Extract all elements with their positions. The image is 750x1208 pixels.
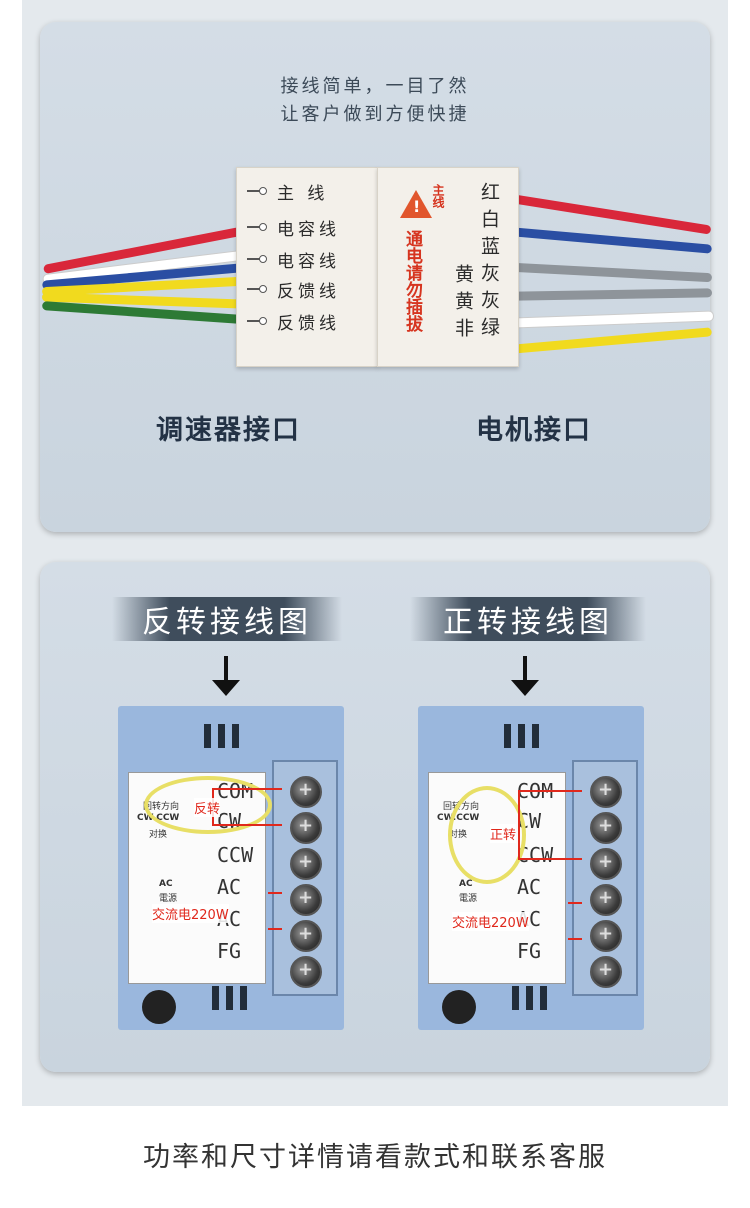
connector-row: 主 线	[247, 178, 328, 204]
vent	[512, 986, 519, 1010]
screw-terminal	[290, 920, 322, 952]
tagline-line1: 接线简单，一目了然	[280, 76, 470, 97]
warning-text: 通电请勿插拔	[402, 230, 422, 332]
down-arrow-icon	[511, 656, 539, 696]
forward-controller-device: 回转方向 CW.CCW 对换 AC 電源 COM CW CCW AC AC FG…	[418, 706, 644, 1030]
vent	[240, 986, 247, 1010]
vent	[212, 986, 219, 1010]
screw-terminal	[290, 776, 322, 808]
motor-color-column-2: 黄黄非	[452, 264, 474, 345]
forward-note: 正转	[490, 824, 517, 843]
motor-connector: ! 主线 通电请勿插拔 红白蓝灰灰绿 黄黄非	[377, 167, 519, 367]
power-note: 交流电220W	[152, 904, 229, 923]
screw-terminal	[290, 812, 322, 844]
vent	[204, 724, 211, 748]
screw-terminal	[590, 956, 622, 988]
screw-terminal	[290, 848, 322, 880]
screw-terminal	[290, 956, 322, 988]
terminal-block	[572, 760, 638, 996]
warning-mark: 主线	[431, 184, 445, 208]
screw-terminal	[290, 884, 322, 916]
connector-row: 反馈线	[247, 276, 340, 302]
mounting-knob	[442, 990, 476, 1024]
screw-terminal	[590, 884, 622, 916]
vent	[518, 724, 525, 748]
vent	[532, 724, 539, 748]
screw-terminal	[590, 848, 622, 880]
controller-connector: 主 线 电容线 电容线 反馈线 反馈线	[236, 167, 378, 367]
terminal-block	[272, 760, 338, 996]
connector-row: 电容线	[247, 214, 340, 240]
jumper-wire	[144, 776, 272, 834]
warning-icon: !	[400, 190, 432, 218]
controller-interface-label: 调速器接口	[156, 415, 301, 446]
forward-title: 正转接线图	[410, 597, 646, 641]
motor-color-column-1: 红白蓝灰灰绿	[478, 182, 500, 344]
down-arrow-icon	[212, 656, 240, 696]
reverse-note: 反转	[194, 798, 221, 817]
vent	[232, 724, 239, 748]
screw-terminal	[590, 812, 622, 844]
footer-note: 功率和尺寸详情请看款式和联系客服	[143, 1142, 607, 1173]
vent	[526, 986, 533, 1010]
reverse-title: 反转接线图	[112, 597, 342, 641]
motor-interface-label: 电机接口	[476, 415, 592, 446]
vent	[218, 724, 225, 748]
connector-row: 电容线	[247, 246, 340, 272]
screw-terminal	[590, 920, 622, 952]
vent	[226, 986, 233, 1010]
reverse-controller-device: 回转方向 CW.CCW 对换 AC 電源 COM CW CCW AC AC FG…	[118, 706, 344, 1030]
vent	[504, 724, 511, 748]
vent	[540, 986, 547, 1010]
connector-row: 反馈线	[247, 308, 340, 334]
tagline-line2: 让客户做到方便快捷	[280, 104, 470, 125]
mounting-knob	[142, 990, 176, 1024]
power-note: 交流电220W	[452, 912, 529, 931]
jumper-wire	[448, 786, 526, 884]
screw-terminal	[590, 776, 622, 808]
